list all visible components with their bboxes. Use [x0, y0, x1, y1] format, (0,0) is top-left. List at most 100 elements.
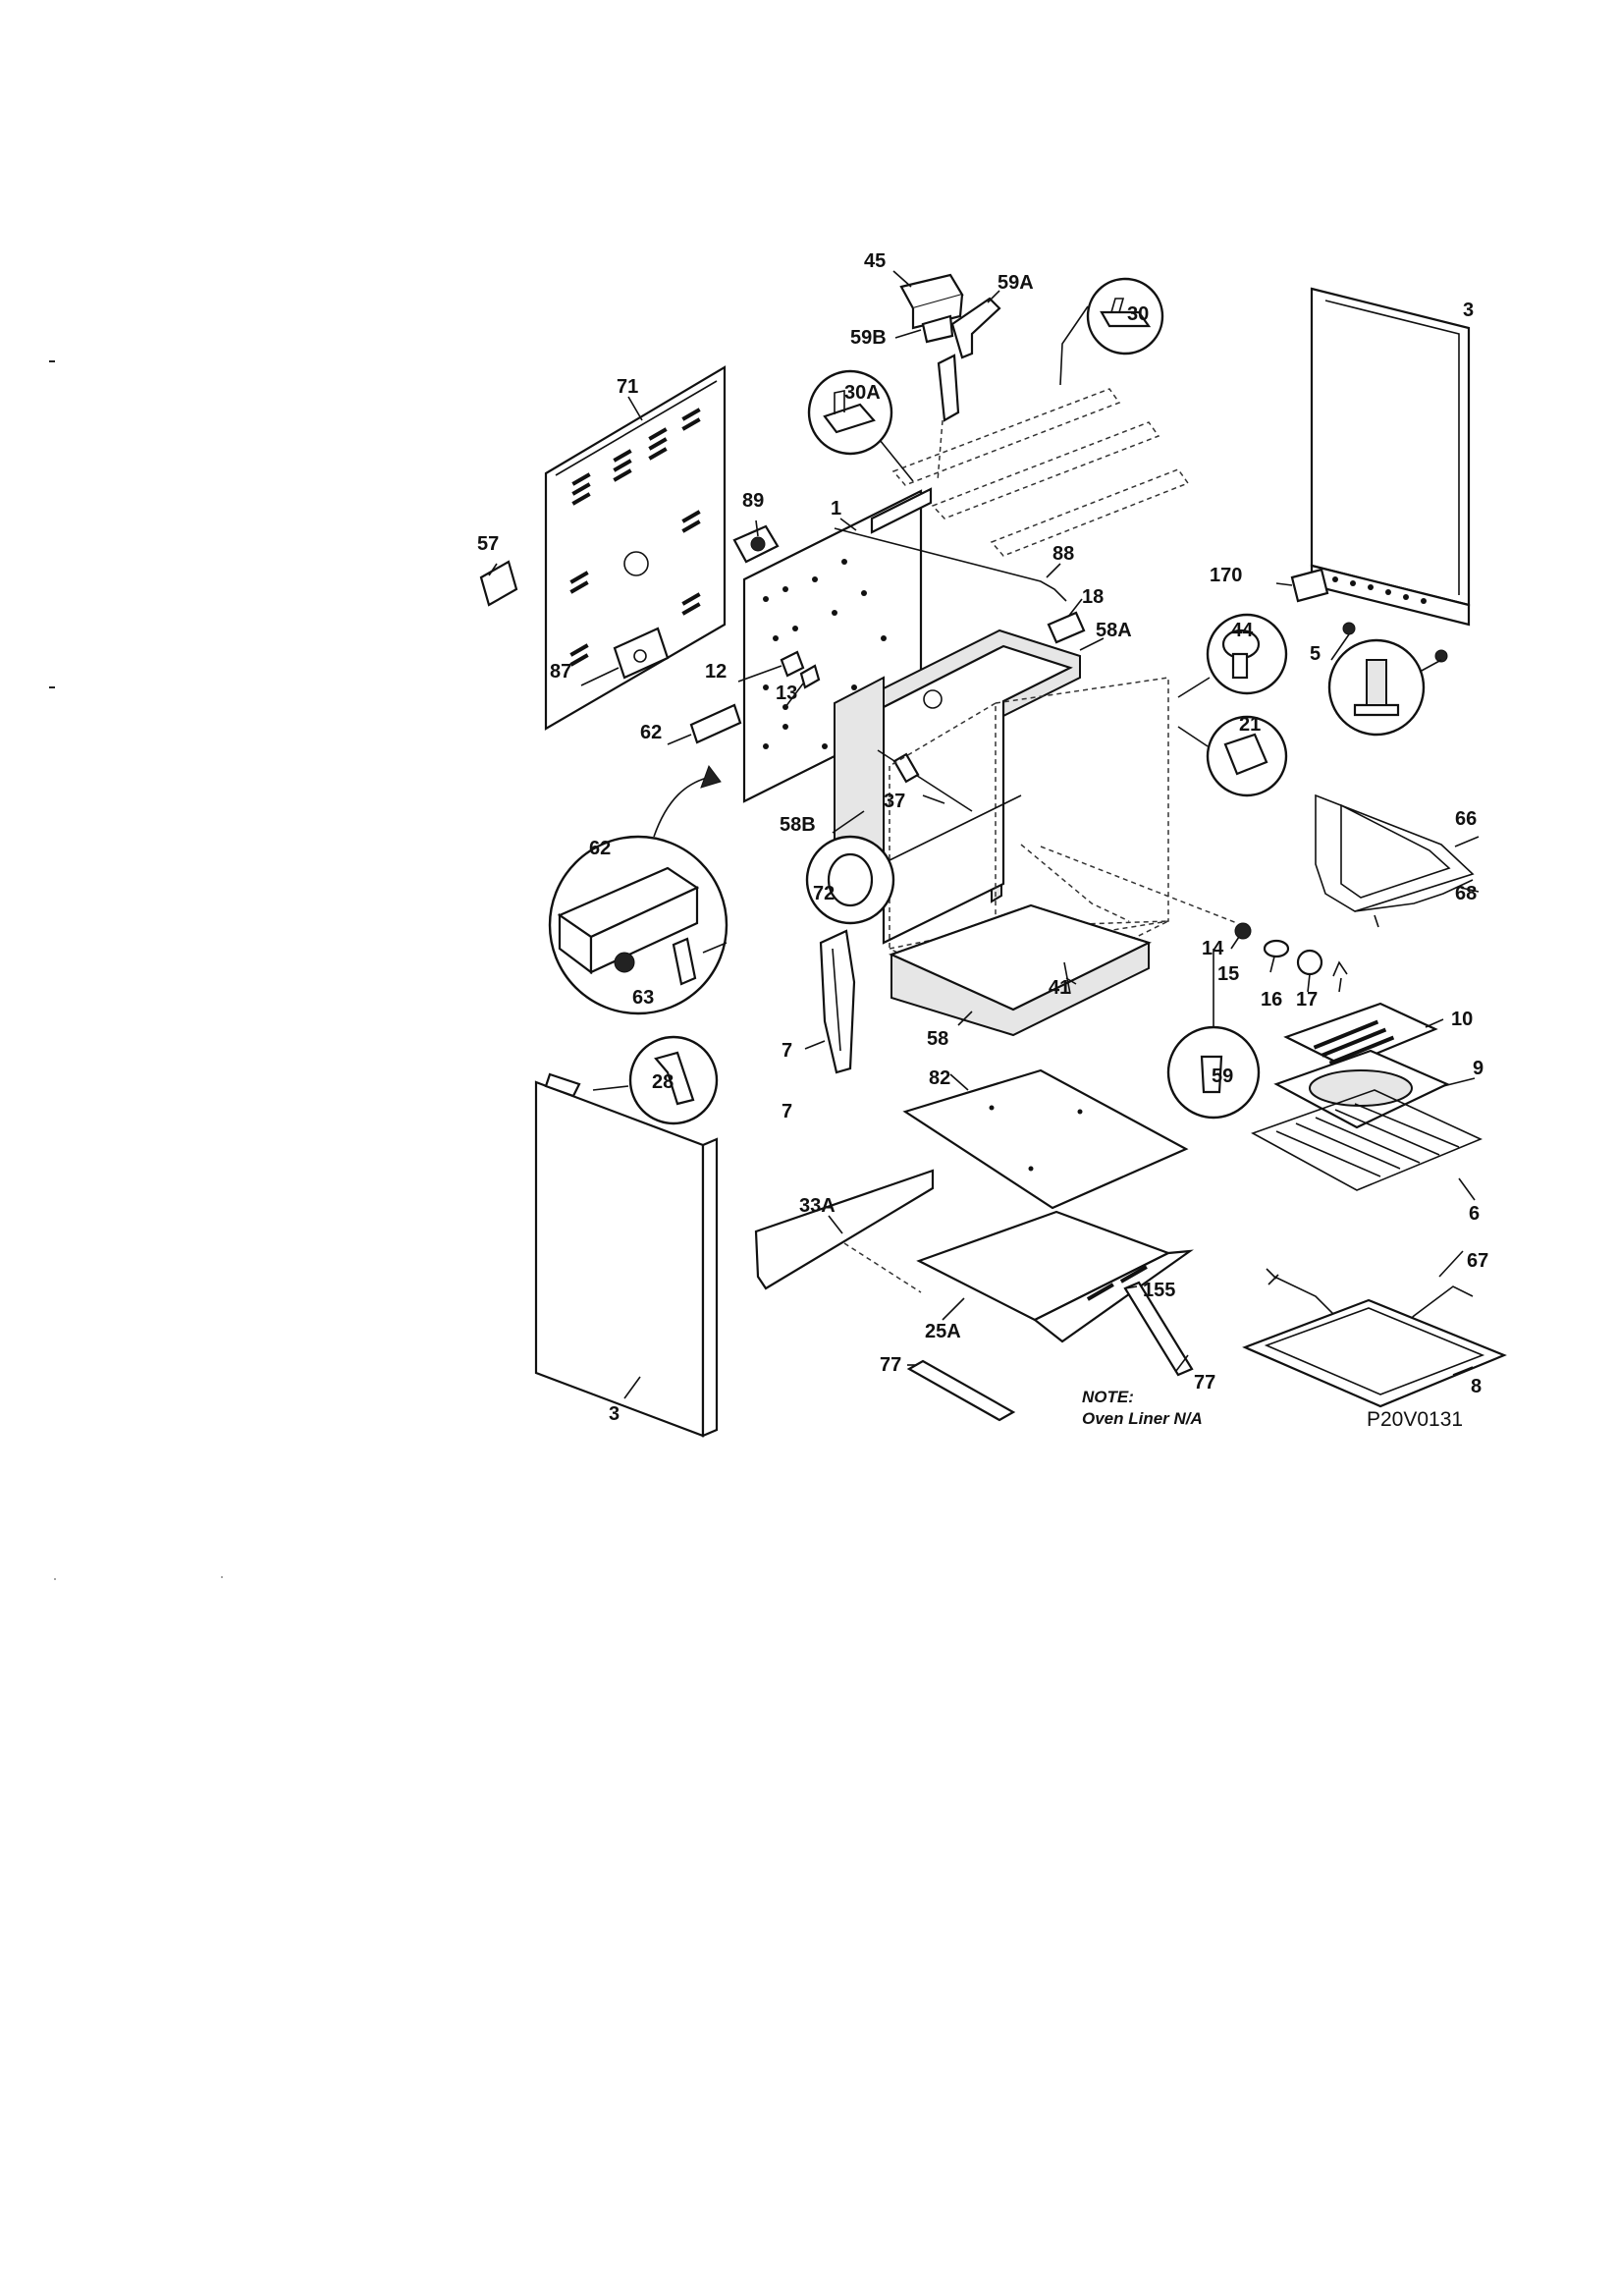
cabinet-top-rail: [870, 487, 933, 534]
part-71-back-panel: [544, 365, 727, 731]
oven-cavity-inner: [1020, 844, 1130, 922]
label-8: 8: [1471, 1376, 1482, 1397]
label-58B: 58B: [780, 814, 816, 836]
part-5-leveler-base: [1353, 703, 1400, 717]
part-62-terminal-block-small: [689, 703, 742, 744]
part-6-oven-rack: [1251, 1089, 1483, 1191]
callout-62-arrow-head: [700, 764, 722, 789]
part-57-plate: [479, 560, 518, 607]
part-59A-tube: [937, 354, 960, 422]
part-170-bracket: [1290, 568, 1329, 603]
label-9: 9: [1473, 1058, 1483, 1079]
part-17-wire: [1332, 960, 1348, 977]
part-14-grommet: [1234, 922, 1252, 940]
leveler-screw-left: [1342, 622, 1356, 635]
door-hinge-group: [819, 929, 856, 1074]
bottom-panel-holes: [989, 1105, 1083, 1172]
label-77-a: 77: [880, 1354, 901, 1376]
part-7-hinge-inner: [832, 948, 841, 1052]
part-66-broil-element-outer: [1315, 793, 1475, 912]
callout-63-screw: [702, 942, 728, 954]
part-30-bracket: [1100, 310, 1152, 328]
part-7-hinge: [819, 929, 856, 1074]
callout-62-block-front: [589, 886, 699, 974]
part-13-fitting: [799, 664, 821, 689]
label-87: 87: [550, 661, 571, 683]
label-72: 72: [813, 883, 835, 904]
label-71: 71: [617, 376, 638, 398]
part-63-clip: [672, 937, 697, 986]
part-58-insulation-top: [889, 903, 1152, 1011]
part-59B-clip: [921, 314, 954, 344]
stray-dot-2: [221, 1576, 223, 1578]
part-87-hole: [633, 649, 647, 663]
part-44-stem: [1231, 652, 1249, 680]
callout-30-leader: [1059, 305, 1089, 386]
top-bracket-group: [807, 273, 1190, 557]
label-89: 89: [742, 490, 764, 512]
part-89-nut: [750, 536, 766, 552]
right-knob-group: [1177, 613, 1288, 797]
label-59: 59: [1212, 1066, 1233, 1087]
insulation-hole: [923, 689, 943, 709]
label-12: 12: [705, 661, 727, 683]
diagram-code: P20V0131: [1367, 1408, 1463, 1431]
bottom-panels-group: [754, 1068, 1194, 1422]
callout-28-leader: [592, 1085, 629, 1091]
label-57: 57: [477, 533, 499, 555]
part-59-orifice: [1200, 1055, 1223, 1094]
label-63: 63: [632, 987, 654, 1009]
label-68: 68: [1455, 883, 1477, 904]
left-door-group: [534, 1035, 719, 1438]
right-side-panel-group: [1290, 287, 1471, 737]
label-28: 28: [652, 1071, 674, 1093]
back-panel-top-flange: [555, 380, 718, 476]
part-28-latch: [654, 1051, 695, 1106]
label-15: 15: [1217, 963, 1239, 985]
part-30A-tab: [834, 390, 845, 414]
note-text: Oven Liner N/A: [1082, 1409, 1203, 1428]
back-panel-vent-slots: [569, 408, 701, 667]
part-77-strip-left: [906, 1359, 1016, 1422]
part-66-broil-element-inner: [1340, 803, 1451, 899]
callout-30A-leader: [879, 439, 914, 482]
callout-72-leader: [889, 794, 1022, 861]
label-88: 88: [1052, 543, 1074, 565]
broiler-pan-slots: [1313, 1019, 1395, 1066]
part-3-right-side-panel: [1310, 287, 1471, 607]
right-panel-flange: [1324, 300, 1460, 595]
part-37-probe: [877, 749, 973, 812]
label-77-b: 77: [1194, 1372, 1215, 1394]
label-37: 37: [884, 791, 905, 812]
part-155-vents: [1086, 1265, 1148, 1301]
back-panel-center-hole: [623, 551, 649, 576]
terminal-block-callout-group: [548, 764, 728, 1015]
part-18-bracket: [1047, 611, 1086, 644]
part-30A-bracket: [823, 403, 876, 434]
label-58: 58: [927, 1028, 948, 1050]
callout-59-group: [1166, 949, 1261, 1120]
part-67-terminal: [1266, 1268, 1279, 1285]
label-44: 44: [1231, 620, 1254, 641]
label-33A: 33A: [799, 1195, 836, 1217]
lamp-parts-group: [1040, 846, 1348, 977]
leveler-screw-right: [1434, 649, 1448, 663]
label-18: 18: [1082, 586, 1104, 608]
oven-cavity-back: [995, 677, 1169, 950]
burner-tube-2: [931, 421, 1160, 519]
part-3-left-side-panel: [534, 1080, 705, 1438]
label-1: 1: [831, 498, 841, 519]
part-15-lamp: [1263, 939, 1290, 958]
label-17: 17: [1296, 989, 1318, 1011]
callout-44-leader: [1177, 677, 1211, 698]
part-25A-panel: [916, 1210, 1171, 1322]
label-59A: 59A: [998, 272, 1034, 294]
right-panel-holes: [1332, 576, 1427, 604]
back-panel-group: [479, 365, 727, 731]
label-67: 67: [1467, 1250, 1488, 1272]
diagram-footer: NOTE: Oven Liner N/A P20V0131: [1082, 1388, 1463, 1431]
burner-tube-3: [990, 468, 1190, 557]
part-72-shield: [827, 852, 874, 907]
